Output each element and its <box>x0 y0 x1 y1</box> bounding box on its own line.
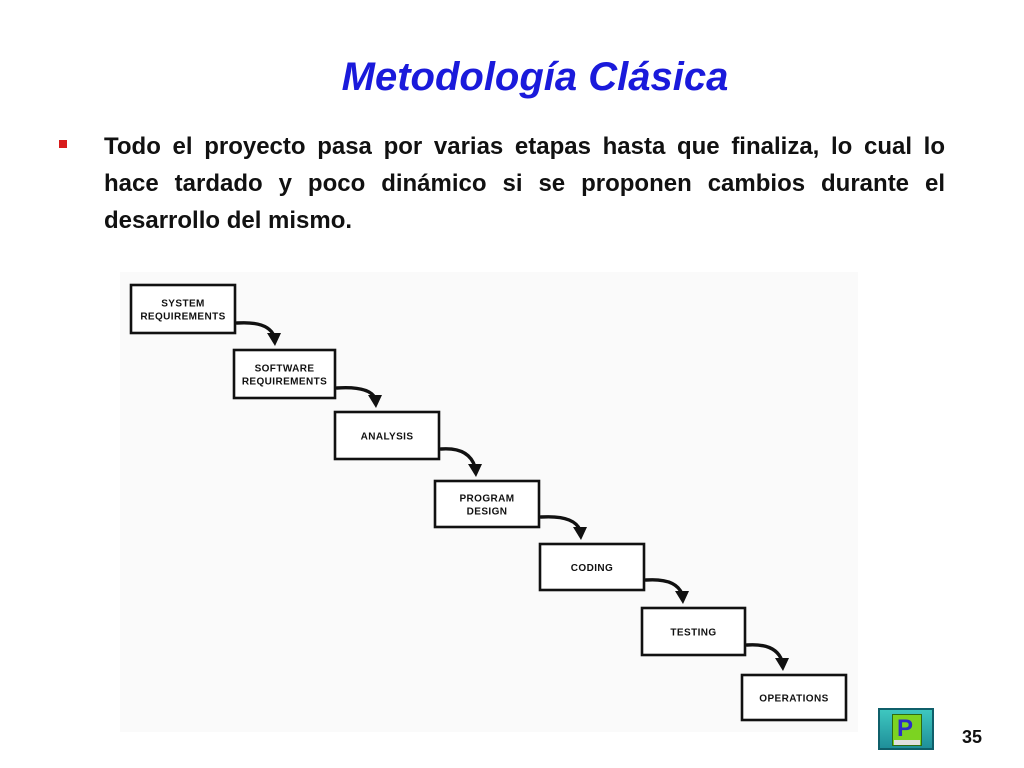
stage-5: TESTING <box>640 606 747 657</box>
stage-box <box>333 410 441 461</box>
stage-3: PROGRAM DESIGN <box>433 479 541 529</box>
stage-label: OPERATIONS <box>759 694 828 705</box>
arrow-head <box>573 527 587 540</box>
stage-box <box>232 348 337 400</box>
flow-arrow <box>644 578 689 604</box>
stage-1: SOFTWARE REQUIREMENTS <box>232 348 337 400</box>
bullet-text: Todo el proyecto pasa por varias etapas … <box>104 133 945 234</box>
stage-label: REQUIREMENTS <box>140 312 225 323</box>
stage-label: REQUIREMENTS <box>242 377 327 388</box>
logo-icon: P <box>878 708 934 750</box>
stage-2: ANALYSIS <box>333 410 441 461</box>
stage-box <box>129 283 237 335</box>
arrow-head <box>468 464 482 477</box>
arrow-head <box>267 333 281 346</box>
page-number: 35 <box>962 727 983 747</box>
flow-arrow <box>235 321 281 346</box>
stage-label: SOFTWARE <box>255 364 315 375</box>
stage-box <box>640 606 747 657</box>
stage-label: TESTING <box>670 628 716 639</box>
arrow-head <box>775 658 789 671</box>
stage-box <box>538 542 646 592</box>
stage-label: SYSTEM <box>161 299 205 310</box>
arrow-curve <box>439 447 477 469</box>
stage-box <box>433 479 541 529</box>
stage-label: ANALYSIS <box>361 432 414 443</box>
stage-label: DESIGN <box>467 507 508 518</box>
arrow-head <box>675 591 689 604</box>
slide-title: Metodología Clásica <box>341 55 729 99</box>
stage-6: OPERATIONS <box>740 673 848 722</box>
logo-letter: P <box>897 715 914 742</box>
flow-arrow <box>539 515 587 540</box>
stage-label: PROGRAM <box>459 494 514 505</box>
flow-arrow <box>745 643 789 671</box>
stage-4: CODING <box>538 542 646 592</box>
bullet-item: Todo el proyecto pasa por varias etapas … <box>55 128 945 239</box>
stage-0: SYSTEM REQUIREMENTS <box>129 283 237 335</box>
flow-arrow <box>439 447 482 477</box>
stage-box <box>740 673 848 722</box>
logo-strip <box>894 740 920 745</box>
flow-arrow <box>335 386 382 408</box>
stage-label: CODING <box>571 563 613 574</box>
arrow-head <box>368 395 382 408</box>
square-bullet-icon <box>59 140 67 148</box>
